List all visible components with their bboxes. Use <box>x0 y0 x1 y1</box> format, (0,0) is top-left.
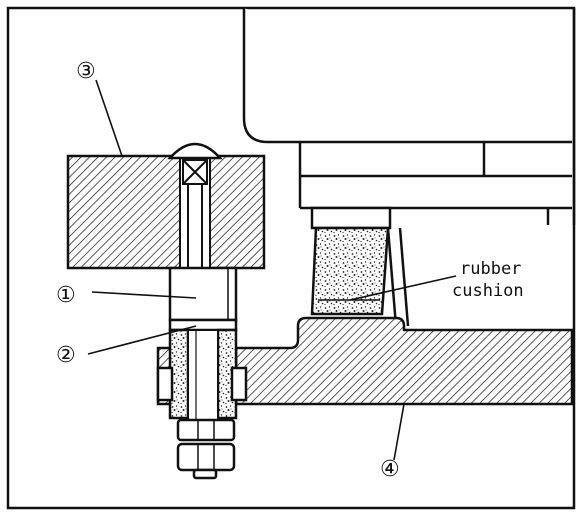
part-4-base <box>234 316 574 406</box>
outer-frame <box>6 6 576 510</box>
rubber-cushion-label-line2: cushion <box>452 281 524 301</box>
part-4-label: ④ <box>380 457 400 482</box>
part-1-label: ① <box>56 283 76 308</box>
bolt-nuts <box>176 418 236 480</box>
part-3-label: ③ <box>76 59 96 84</box>
part-3-block <box>66 154 266 270</box>
part-1-spacer <box>168 266 238 322</box>
rubber-cushion-label-line1: rubber <box>460 259 521 279</box>
part-2-label: ② <box>56 343 76 368</box>
machine-body <box>242 8 576 225</box>
rubber-cushion <box>310 226 390 316</box>
part-2-washer <box>168 318 238 332</box>
bolt-shank <box>187 329 219 421</box>
leader-lines <box>87 79 457 461</box>
bolt-head <box>167 142 223 160</box>
